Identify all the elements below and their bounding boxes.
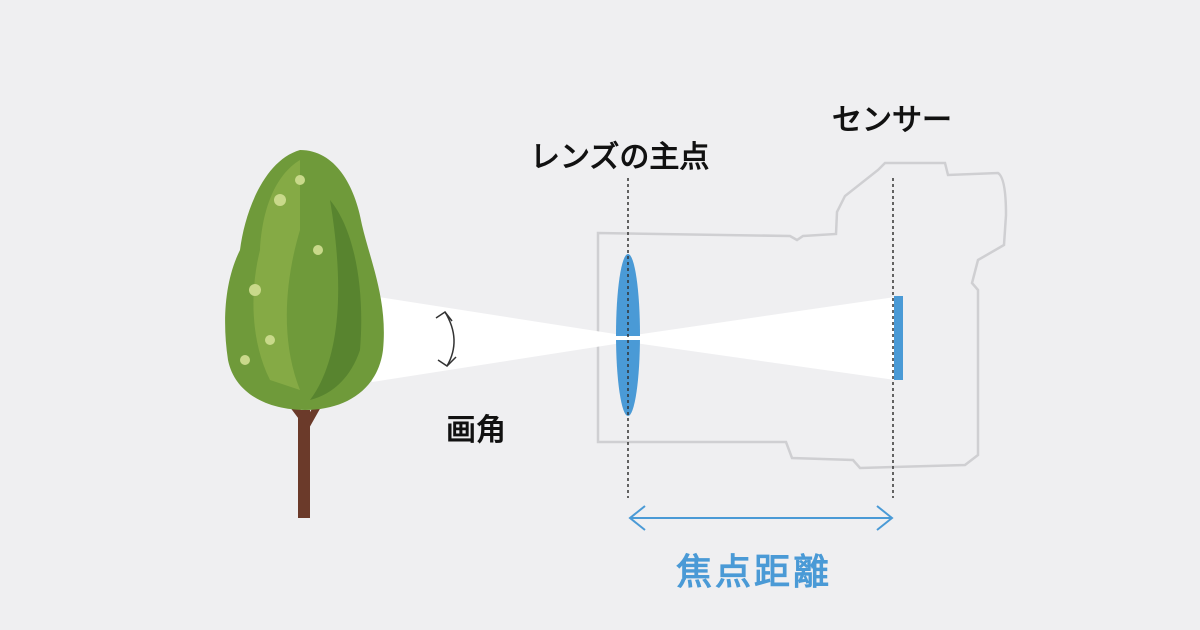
- angle-of-view-label: 画角: [446, 413, 506, 448]
- tree-illustration: [225, 150, 384, 518]
- focal-length-label: 焦点距離: [676, 552, 833, 593]
- lens-principal-point-label: レンズの主点: [530, 140, 710, 175]
- angle-arrow-icon: [435, 310, 457, 367]
- focal-length-arrow: [628, 505, 894, 531]
- sensor: [894, 296, 903, 380]
- sensor-label: センサー: [832, 103, 952, 138]
- camera-outline: [596, 161, 1008, 470]
- light-cone-rear: [628, 297, 895, 380]
- light-cone-front: [372, 296, 628, 382]
